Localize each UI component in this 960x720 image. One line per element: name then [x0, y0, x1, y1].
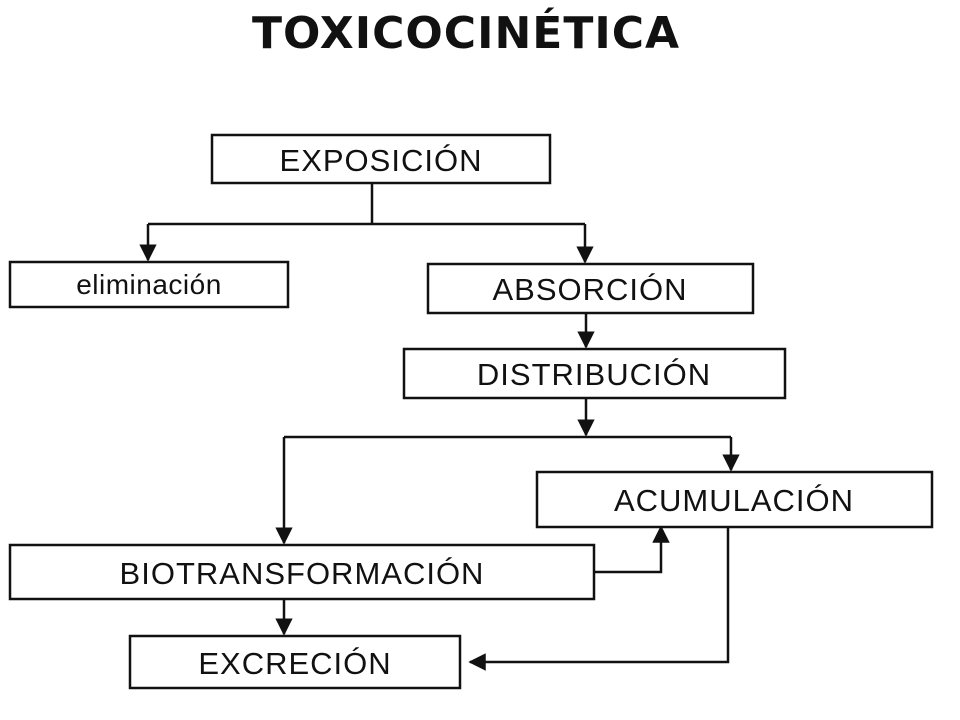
node-exposicion: EXPOSICIÓN: [210, 133, 552, 185]
node-biotransformacion-label: BIOTRANSFORMACIÓN: [120, 556, 485, 591]
edge-exposicion-split: [148, 183, 585, 226]
node-distribucion: DISTRIBUCIÓN: [402, 347, 787, 400]
node-absorcion: ABSORCIÓN: [426, 262, 755, 315]
edge-acumulacion-excrecion: [468, 527, 730, 671]
diagram-edges: [139, 183, 740, 671]
node-distribucion-label: DISTRIBUCIÓN: [477, 357, 711, 392]
node-acumulacion: ACUMULACIÓN: [535, 470, 934, 529]
node-excrecion: EXCRECIÓN: [128, 634, 462, 690]
node-exposicion-label: EXPOSICIÓN: [280, 143, 483, 178]
node-eliminacion: eliminación: [8, 260, 290, 309]
edge-biotransformacion-acumulacion: [594, 525, 670, 574]
page-title: TOXICOCINÉTICA: [252, 6, 680, 59]
node-eliminacion-label: eliminación: [76, 269, 222, 300]
node-acumulacion-label: ACUMULACIÓN: [614, 483, 854, 518]
node-biotransformacion: BIOTRANSFORMACIÓN: [8, 543, 596, 601]
node-excrecion-label: EXCRECIÓN: [198, 646, 391, 681]
node-absorcion-label: ABSORCIÓN: [492, 272, 687, 307]
